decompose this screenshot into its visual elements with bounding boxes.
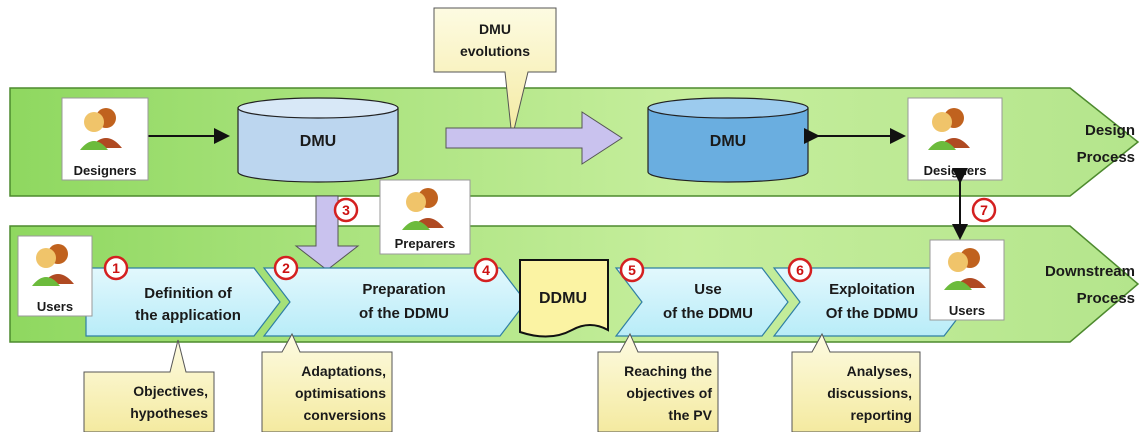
step-5-line1: Use: [694, 281, 722, 298]
svg-text:3: 3: [342, 202, 350, 218]
callout-reaching: [597, 332, 719, 432]
step-5-chevron: [614, 267, 789, 337]
designers-left: Designers: [61, 97, 149, 181]
step-2-chevron: [262, 267, 527, 337]
step-1-line2: the application: [135, 307, 241, 324]
designers-right-label: Designers: [924, 163, 987, 178]
step-6-line2: Of the DDMU: [826, 305, 919, 322]
svg-text:7: 7: [980, 202, 988, 218]
callout-adaptations-line1: Adaptations,: [301, 363, 386, 379]
step-marker-6: 6: [787, 257, 813, 283]
step-marker-1: 1: [103, 255, 129, 281]
step-1-chevron: [85, 267, 281, 337]
users-left: Users: [17, 235, 93, 317]
dmu-left-label: DMU: [300, 133, 336, 150]
ddmu-label: DDMU: [539, 290, 587, 307]
users-left-label: Users: [37, 299, 73, 314]
callout-adaptations-line3: conversions: [304, 407, 387, 423]
step-marker-4: 4: [473, 257, 499, 283]
callout-analyses: [791, 332, 921, 432]
step-marker-2: 2: [273, 255, 299, 281]
step-1-line1: Definition of: [144, 285, 232, 302]
callout-objectives-line1: Objectives,: [133, 383, 208, 399]
downstream-label-2: Process: [1077, 290, 1135, 307]
callout-analyses-line2: discussions,: [827, 385, 912, 401]
users-right-label: Users: [949, 303, 985, 318]
callout-objectives-line2: hypotheses: [130, 405, 208, 421]
svg-text:6: 6: [796, 262, 804, 278]
callout-adaptations-line2: optimisations: [295, 385, 386, 401]
dmu-right-label: DMU: [710, 133, 746, 150]
svg-text:1: 1: [112, 260, 120, 276]
users-right: Users: [929, 239, 1005, 321]
downstream-label-1: Downstream: [1045, 263, 1135, 280]
callout-reaching-line2: objectives of: [626, 385, 712, 401]
callout-objectives: [83, 339, 215, 432]
svg-text:4: 4: [482, 262, 490, 278]
ddmu-document: [519, 259, 609, 338]
dmu-evolutions-line1: DMU: [479, 21, 511, 37]
dmu-database-right: DMU: [647, 97, 809, 183]
design-label-2: Process: [1077, 149, 1135, 166]
step-5-line2: of the DDMU: [663, 305, 753, 322]
callout-analyses-line3: reporting: [851, 407, 912, 423]
designers-right: Designers: [907, 97, 1003, 181]
dmu-database-left: DMU: [237, 97, 399, 183]
design-label-1: Design: [1085, 122, 1135, 139]
callout-reaching-line1: Reaching the: [624, 363, 712, 379]
step-2-line1: Preparation: [362, 281, 445, 298]
preparers: Preparers: [379, 179, 471, 255]
callout-analyses-line1: Analyses,: [847, 363, 912, 379]
dmu-evolutions-callout: [433, 7, 557, 139]
step-marker-5: 5: [619, 257, 645, 283]
evolution-arrow: [445, 111, 623, 165]
svg-text:2: 2: [282, 260, 290, 276]
step-marker-3: 3: [333, 197, 359, 223]
callout-adaptations: [261, 332, 393, 432]
svg-text:5: 5: [628, 262, 636, 278]
step-2-line2: of the DDMU: [359, 305, 449, 322]
step-marker-7: 7: [971, 197, 997, 223]
callout-reaching-line3: the PV: [668, 407, 712, 423]
designers-left-label: Designers: [74, 163, 137, 178]
step-6-line1: Exploitation: [829, 281, 915, 298]
preparers-label: Preparers: [395, 236, 456, 251]
dmu-evolutions-line2: evolutions: [460, 43, 530, 59]
